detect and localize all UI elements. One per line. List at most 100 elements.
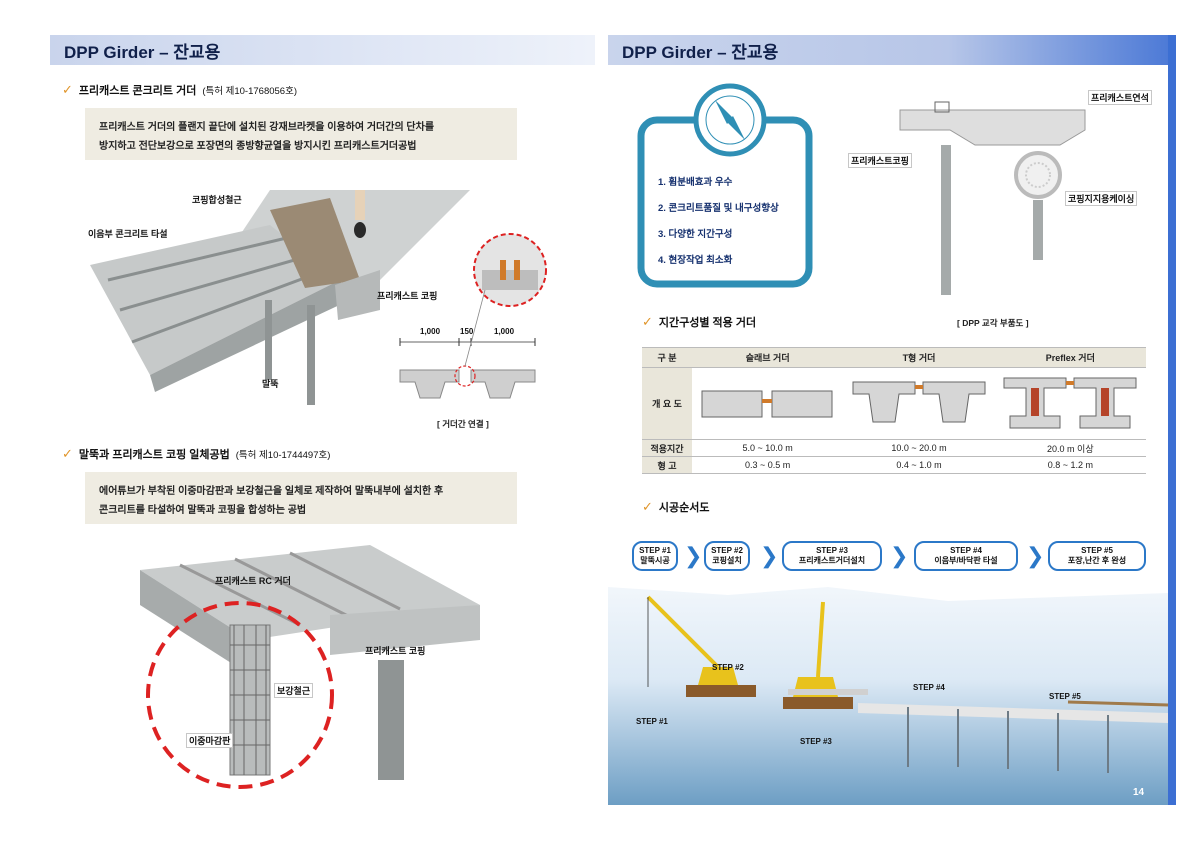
table-cell: 5.0 ~ 10.0 m <box>692 439 844 457</box>
table-cell: 0.3 ~ 0.5 m <box>692 456 844 474</box>
check-icon: ✓ <box>642 499 653 514</box>
chevron-right-icon: ❯ <box>760 543 779 568</box>
section-title-text: 시공순서도 <box>658 502 710 514</box>
label-coping-rebar: 코핑합성철근 <box>192 195 242 205</box>
dimension-gap: 150 <box>460 327 474 336</box>
table-row: 적용지간 5.0 ~ 10.0 m 10.0 ~ 20.0 m 20.0 m 이… <box>642 439 1146 457</box>
table-cell: 0.8 ~ 1.2 m <box>994 456 1146 474</box>
section-title-text: 말뚝과 프리캐스트 코핑 일체공법 <box>78 449 230 461</box>
step-name: 프리캐스트거더설치 <box>798 556 866 565</box>
step-5-badge: STEP #5 포장,난간 후 완성 <box>1048 541 1146 571</box>
description-box-1: 프리캐스트 거더의 플랜지 끝단에 설치된 강재브라켓을 이용하여 거더간의 단… <box>85 108 517 160</box>
step-3-badge: STEP #3 프리캐스트거더설치 <box>782 541 882 571</box>
step-2-badge: STEP #2 코핑설치 <box>704 541 750 571</box>
description-line: 콘크리트를 타설하여 말뚝과 코핑을 합성하는 공법 <box>99 505 307 516</box>
label-joint-concrete: 이음부 콘크리트 타설 <box>88 229 168 239</box>
girder-section-drawing <box>399 289 536 399</box>
right-page: DPP Girder – 잔교용 1. 휨분배효과 우수 2. 콘크리트품질 및… <box>600 0 1200 843</box>
figure-caption: [ 거더간 연결 ] <box>437 419 489 429</box>
figure-caption: [ DPP 교각 부품도 ] <box>957 318 1029 328</box>
t-girder-figure <box>843 367 995 440</box>
step-number: STEP #4 <box>950 546 982 555</box>
advantage-item: 4. 현장작업 최소화 <box>658 255 733 266</box>
dimension-left: 1,000 <box>420 327 441 336</box>
chevron-right-icon: ❯ <box>684 543 703 568</box>
section-title-text: 지간구성별 적용 거더 <box>658 317 757 329</box>
description-box-2: 에어튜브가 부착된 이중마감판과 보강철근을 일체로 제작하여 말뚝내부에 설치… <box>85 472 517 524</box>
step-name: 이음부/바닥판 타설 <box>934 556 998 565</box>
chevron-right-icon: ❯ <box>890 543 909 568</box>
table-cell: 10.0 ~ 20.0 m <box>843 439 995 457</box>
step-number: STEP #1 <box>639 546 671 555</box>
page-header: DPP Girder – 잔교용 <box>608 35 1175 65</box>
label-precast-coping-3: 프리캐스트코핑 <box>848 153 912 168</box>
t-girder-section <box>852 381 986 422</box>
left-page: DPP Girder – 잔교용 ✓ 프리캐스트 콘크리트 거더 (특허 제10… <box>50 35 595 789</box>
description-line: 에어튜브가 부착된 이중마감판과 보강철근을 일체로 제작하여 말뚝내부에 설치… <box>99 486 444 497</box>
girder-spec-table: 구 분 슬래브 거더 T형 거더 Preflex 거더 개 요 도 <box>642 347 1146 474</box>
check-icon: ✓ <box>62 446 73 461</box>
label-coping-casing: 코핑지지용케이싱 <box>1065 191 1138 206</box>
step-name: 포장,난간 후 완성 <box>1067 556 1127 565</box>
page-number: 14 <box>1133 787 1145 798</box>
girder-deck-illustration <box>90 190 470 405</box>
section-title-span: ✓ 지간구성별 적용 거더 <box>642 314 756 330</box>
preflex-girder-figure <box>994 367 1146 440</box>
slab-girder-section <box>701 390 833 417</box>
label-double-plate: 이중마감판 <box>186 733 234 748</box>
advantages-list: 1. 휨분배효과 우수 2. 콘크리트품질 및 내구성향상 3. 다양한 지간구… <box>658 170 779 274</box>
preflex-girder-section <box>1003 377 1137 428</box>
advantage-item: 2. 콘크리트품질 및 내구성향상 <box>658 203 779 214</box>
chevron-right-icon: ❯ <box>1026 543 1045 568</box>
page-header: DPP Girder – 잔교용 <box>50 35 595 65</box>
label-precast-coping: 프리캐스트 코핑 <box>377 291 438 301</box>
section-title-sequence: ✓ 시공순서도 <box>642 499 710 515</box>
photo-label-step-5: STEP #5 <box>1049 692 1081 701</box>
table-row-header: 적용지간 <box>642 439 692 457</box>
section-title-text: 프리캐스트 콘크리트 거더 <box>78 85 197 97</box>
label-precast-rc-girder: 프리캐스트 RC 거더 <box>215 576 291 586</box>
table-row: 형 고 0.3 ~ 0.5 m 0.4 ~ 1.0 m 0.8 ~ 1.2 m <box>642 456 1146 474</box>
advantage-item: 3. 다양한 지간구성 <box>658 229 733 240</box>
patent-number: (특허 제10-1744497호) <box>235 450 331 461</box>
photo-label-step-1: STEP #1 <box>636 717 668 726</box>
label-precast-curb: 프리캐스트연석 <box>1088 90 1152 105</box>
patent-number: (특허 제10-1768056호) <box>202 86 297 97</box>
step-name: 코핑설치 <box>712 556 742 565</box>
section-title-precast-girder: ✓ 프리캐스트 콘크리트 거더 (특허 제10-1768056호) <box>62 82 297 98</box>
slab-girder-figure <box>692 367 844 440</box>
step-name: 말뚝시공 <box>640 556 670 565</box>
table-row: 개 요 도 <box>642 367 1146 440</box>
label-pile: 말뚝 <box>262 379 279 389</box>
step-4-badge: STEP #4 이음부/바닥판 타설 <box>914 541 1018 571</box>
table-header-row: 구 분 슬래브 거더 T형 거더 Preflex 거더 <box>642 347 1146 368</box>
table-row-header: 개 요 도 <box>642 367 692 440</box>
description-line: 방지하고 전단보강으로 포장면의 종방향균열을 방지시킨 프리캐스트거더공법 <box>99 141 417 152</box>
label-reinforcing-bar: 보강철근 <box>274 683 314 698</box>
page-edge-bar <box>1168 35 1176 805</box>
step-1-badge: STEP #1 말뚝시공 <box>632 541 678 571</box>
dimension-right: 1,000 <box>494 327 515 336</box>
step-number: STEP #3 <box>816 546 848 555</box>
label-precast-coping-2: 프리캐스트 코핑 <box>365 646 426 656</box>
joint-detail-circle <box>473 233 547 307</box>
table-cell: 0.4 ~ 1.0 m <box>843 456 995 474</box>
construction-sequence-panel: STEP #1 말뚝시공 ❯ STEP #2 코핑설치 ❯ STEP #3 프리… <box>608 527 1168 805</box>
check-icon: ✓ <box>62 82 73 97</box>
table-cell: 20.0 m 이상 <box>994 439 1146 457</box>
advantages-panel <box>637 83 813 288</box>
photo-label-step-3: STEP #3 <box>800 737 832 746</box>
photo-label-step-2: STEP #2 <box>712 663 744 672</box>
step-number: STEP #2 <box>711 546 743 555</box>
check-icon: ✓ <box>642 314 653 329</box>
advantage-item: 1. 휨분배효과 우수 <box>658 177 733 188</box>
description-line: 프리캐스트 거더의 플랜지 끝단에 설치된 강재브라켓을 이용하여 거더간의 단… <box>99 122 435 133</box>
section-title-pile-coping: ✓ 말뚝과 프리캐스트 코핑 일체공법 (특허 제10-1744497호) <box>62 446 330 462</box>
table-header: 슬래브 거더 <box>692 347 844 368</box>
table-header: 구 분 <box>642 347 692 368</box>
table-row-header: 형 고 <box>642 456 692 474</box>
step-number: STEP #5 <box>1081 546 1113 555</box>
pier-parts-drawing <box>899 101 1086 295</box>
pile-coping-illustration <box>140 545 480 789</box>
table-header: T형 거더 <box>843 347 995 368</box>
